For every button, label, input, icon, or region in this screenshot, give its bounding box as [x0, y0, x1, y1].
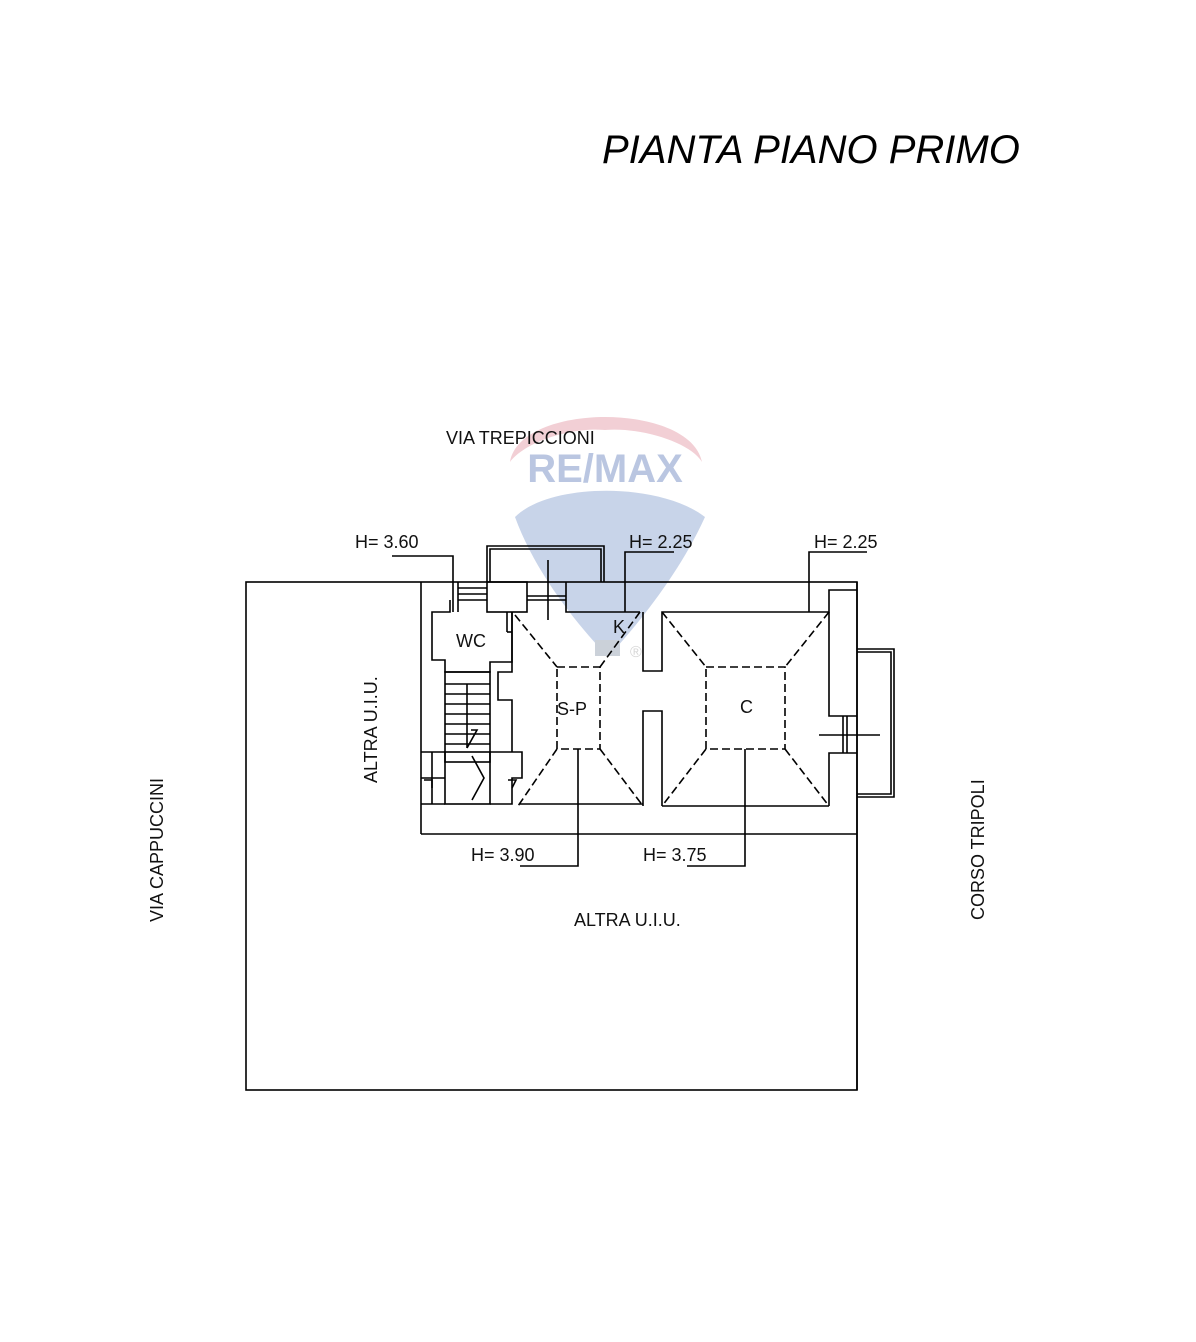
room-label-k: K: [613, 617, 626, 637]
street-label-top: VIA TREPICCIONI: [446, 428, 595, 448]
neighbor-boundary: [245, 581, 858, 1091]
remax-text: RE/MAX: [527, 447, 683, 491]
remax-balloon-icon: RE/MAX ®: [510, 417, 705, 661]
svg-text:®: ®: [630, 644, 642, 661]
neighbor-label-left: ALTRA U.I.U.: [361, 676, 381, 783]
plan-title: PIANTA PIANO PRIMO: [602, 128, 1020, 172]
room-label-c: C: [740, 697, 753, 717]
room-label-wc: WC: [456, 631, 486, 651]
height-label-sp: H= 3.90: [471, 845, 535, 865]
height-label-c-top: H= 2.25: [814, 532, 878, 552]
remax-watermark: RE/MAX ®: [490, 372, 720, 672]
street-label-right: CORSO TRIPOLI: [968, 779, 988, 920]
height-label-wc: H= 3.60: [355, 532, 419, 552]
height-label-k: H= 2.25: [629, 532, 693, 552]
height-label-c-bottom: H= 3.75: [643, 845, 707, 865]
neighbor-label-bottom: ALTRA U.I.U.: [574, 910, 681, 930]
street-label-left: VIA CAPPUCCINI: [147, 777, 167, 922]
room-label-sp: S-P: [557, 699, 588, 719]
